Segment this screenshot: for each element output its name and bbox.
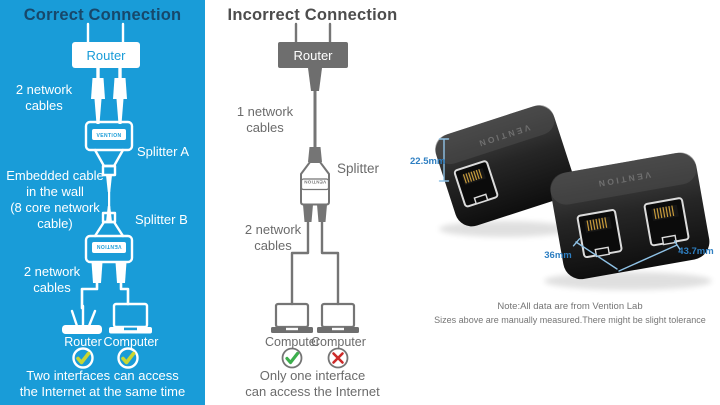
label-line: (8 core network xyxy=(10,200,100,215)
note-line: Note:All data are from Vention Lab xyxy=(497,301,643,312)
panel-title: Correct Connection xyxy=(23,6,182,24)
label-line: 2 network xyxy=(23,264,81,279)
label-line: Two interfaces can access xyxy=(26,368,179,383)
label-line: cable) xyxy=(37,216,73,231)
splitter-b-icon: VENTION xyxy=(84,211,134,283)
shadow xyxy=(439,221,571,237)
brand-logo: VENTION xyxy=(304,180,326,185)
device-router-label: Router xyxy=(64,335,102,349)
label-line: 2 network xyxy=(15,82,73,97)
network-cables-bottom xyxy=(290,220,340,306)
computer-device-icon xyxy=(317,302,359,333)
panel-title: Incorrect Connection xyxy=(227,6,398,24)
device-computer-label: Computer xyxy=(311,335,366,349)
rj45-port xyxy=(643,197,690,247)
label-line: can access the Internet xyxy=(245,383,380,399)
check-icon xyxy=(117,347,139,369)
incorrect-diagram: VENTION xyxy=(271,22,359,369)
label-line: cables xyxy=(254,238,292,253)
label-line: in the wall xyxy=(26,184,84,199)
brand-logo: VENTION xyxy=(96,133,121,139)
splitter-b-label: Splitter B xyxy=(135,212,188,227)
network-cable-single xyxy=(308,68,322,150)
correct-connection-panel: VENTION VENTION xyxy=(0,0,205,405)
rj45-port xyxy=(576,209,623,259)
device-computer-label: Computer xyxy=(103,335,159,349)
device-computer-label: Computer xyxy=(265,335,320,349)
splitter-a-label: Splitter A xyxy=(137,144,190,159)
product-dimensions-panel: VENTION VENTION xyxy=(410,0,720,405)
dimension-depth: 43.7mm xyxy=(678,246,714,257)
cables-bottom-label: 2 network cables xyxy=(233,222,313,254)
label-line: Embedded cable xyxy=(6,168,104,183)
router-icon xyxy=(278,22,348,68)
measure-lines xyxy=(438,138,681,272)
router-label: Router xyxy=(293,47,333,63)
cross-icon xyxy=(327,347,349,369)
check-icon xyxy=(72,347,94,369)
label-line: 2 network xyxy=(244,222,302,237)
router-icon xyxy=(72,22,140,68)
result-text: Two interfaces can access the Internet a… xyxy=(0,368,205,399)
splitter-label: Splitter xyxy=(337,161,380,176)
router-device-icon xyxy=(62,304,102,334)
splitter-icon: VENTION xyxy=(300,147,330,222)
correct-diagram: VENTION VENTION xyxy=(62,22,152,369)
cables-top-label: 2 network cables xyxy=(6,82,82,113)
label-line: the Internet at the same time xyxy=(19,383,186,399)
label-line: 1 network xyxy=(236,104,294,119)
network-cables-bottom xyxy=(80,281,130,310)
label-line: cables xyxy=(33,279,71,295)
router-label: Router xyxy=(86,47,126,63)
wall-cable-label: Embedded cable in the wall (8 core netwo… xyxy=(0,168,110,232)
dimension-width: 36mm xyxy=(544,250,572,261)
dimension-height: 22.5mm xyxy=(410,156,446,167)
network-cables-top xyxy=(91,68,127,124)
computer-device-icon xyxy=(271,302,313,333)
note-line: Sizes above are manually measured.There … xyxy=(434,315,706,325)
shadow xyxy=(544,272,712,290)
label-line: cables xyxy=(25,97,63,113)
rj45-port xyxy=(453,160,499,208)
splitter-device-dual-port: VENTION xyxy=(550,152,710,280)
cables-top-label: 1 network cables xyxy=(225,104,305,136)
product-photo: VENTION VENTION xyxy=(435,105,712,290)
check-icon xyxy=(281,347,303,369)
incorrect-connection-panel: VENTION xyxy=(205,0,420,405)
result-text: Only one interface can access the Intern… xyxy=(205,368,420,399)
brand-logo: VENTION xyxy=(96,243,121,249)
label-line: cables xyxy=(246,120,284,135)
label-line: Only one interface xyxy=(259,368,366,383)
computer-device-icon xyxy=(109,302,152,334)
cables-bottom-label: 2 network cables xyxy=(14,264,90,295)
splitter-device-single-port: VENTION xyxy=(435,105,575,227)
